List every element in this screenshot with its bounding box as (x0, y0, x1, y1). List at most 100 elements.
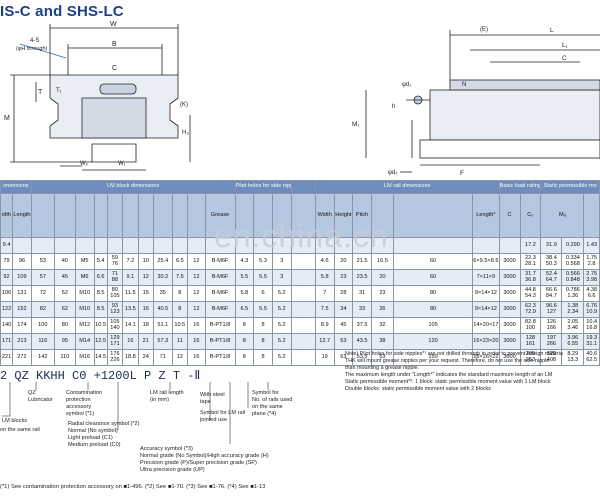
cell-value: 152 (17, 305, 27, 312)
table-cell: 106 (0, 285, 14, 302)
cell-value: 84.7 (545, 292, 557, 299)
table-cell: 12 (187, 253, 206, 270)
cell-value: 82 (39, 305, 46, 312)
table-cell: 45 (53, 269, 76, 286)
cell-value: 53.5 (356, 353, 368, 360)
table-cell: 80 (53, 317, 76, 334)
col-max-length: Length* (472, 193, 500, 238)
cell-value: 21 (142, 337, 149, 344)
table-cell: 6.5 (234, 301, 255, 318)
cell-value: 10.4 (586, 318, 598, 325)
table-cell: 79 (0, 253, 14, 270)
cell-value: 10.5 (95, 321, 107, 328)
table-cell: 12.7 (314, 333, 335, 350)
cell-value: 6.5 (175, 257, 184, 264)
table-cell: 5.5 (253, 269, 273, 286)
cell-value: 126 (546, 318, 557, 325)
table-cell: 122 (0, 301, 14, 318)
table-cell: B-PT1/8 (204, 333, 236, 350)
cell-value: 266 (546, 340, 557, 347)
cell-value: 80 (111, 286, 119, 293)
table-cell: 80 (392, 301, 474, 318)
cell-value: 3000 (503, 257, 516, 264)
table-cell: 0.290 (561, 237, 585, 254)
cell-value: 16 (193, 337, 200, 344)
table-cell: 152 (12, 301, 32, 318)
table-cell: 12 (187, 269, 206, 286)
cell-value: 6.76 (586, 302, 598, 309)
table-cell (53, 237, 76, 254)
cell-value: 50.3 (545, 260, 557, 267)
cell-value: 2.34 (567, 308, 579, 315)
model-number-code: 2 QZ KKHH C0 +1200L P Z T -Ⅱ (0, 369, 201, 383)
cell-value: 1.43 (586, 241, 598, 248)
table-cell: 7×11×9 (472, 269, 500, 286)
col-rail-width: Width (314, 193, 335, 238)
table-cell: 100 (30, 317, 55, 334)
cell-value: 3.96 (567, 334, 579, 341)
thread-size-label: 4-S (30, 38, 39, 44)
cell-value: 92 (3, 273, 10, 280)
table-cell: 28 (333, 285, 354, 302)
table-cell: 14.1 (122, 317, 139, 334)
table-cell: 16 (187, 317, 206, 334)
table-cell: 20 (370, 269, 394, 286)
table-cell: 57.3 (152, 333, 173, 350)
cell-value: 43.5 (356, 337, 368, 344)
table-cell: 6 (253, 285, 273, 302)
cell-value: 171 (110, 340, 120, 347)
cell-value: 7.2 (126, 257, 135, 264)
table-cell: 37.5 (352, 317, 372, 334)
table-cell: 24 (137, 349, 154, 366)
table-cell: 12 (171, 349, 189, 366)
cell-value: 66.6 (545, 286, 557, 293)
cell-value: 76 (111, 260, 119, 267)
cell-value: 40.5 (157, 305, 169, 312)
cell-value: 106 (1, 289, 12, 296)
table-cell: 8 (171, 285, 189, 302)
table-cell: 5.2 (271, 285, 292, 302)
cell-value: 150 (428, 353, 438, 360)
cell-value: 4.6 (320, 257, 329, 264)
table-cell (137, 237, 154, 254)
table-cell: 105 (392, 317, 474, 334)
cell-value: 36.8 (525, 276, 536, 283)
table-cell: 8 (253, 317, 273, 334)
table-cell (290, 333, 316, 350)
table-cell: 26 (370, 301, 394, 318)
table-cell: 16×23×20 (472, 333, 500, 350)
dim-m-label: M (4, 115, 10, 122)
table-cell: 10 (137, 253, 154, 270)
table-cell: 16 (187, 333, 206, 350)
cell-value: 16×23×20 (473, 337, 499, 344)
table-cell: 62 (53, 301, 76, 318)
col-length: Length (12, 193, 32, 238)
table-cell (472, 237, 500, 254)
cell-value: 80 (429, 305, 437, 312)
table-cell: 174 (12, 317, 32, 334)
table-cell: 131 (12, 285, 32, 302)
table-cell: 60 (392, 269, 474, 286)
cell-value: B-M6F (211, 273, 229, 280)
watermark: en.china.cn (214, 218, 389, 254)
cell-value: 8 (261, 337, 265, 344)
table-cell (93, 237, 108, 254)
table-cell: 7.5 (314, 301, 335, 318)
cell-value: 16.5 (376, 257, 388, 264)
table-cell: 4.3 (234, 253, 255, 270)
cell-value: 0.290 (565, 241, 580, 248)
cell-value: 18×26×22 (473, 353, 499, 360)
cell-value: 100 (38, 321, 48, 328)
cell-value: 7.5 (320, 305, 329, 312)
